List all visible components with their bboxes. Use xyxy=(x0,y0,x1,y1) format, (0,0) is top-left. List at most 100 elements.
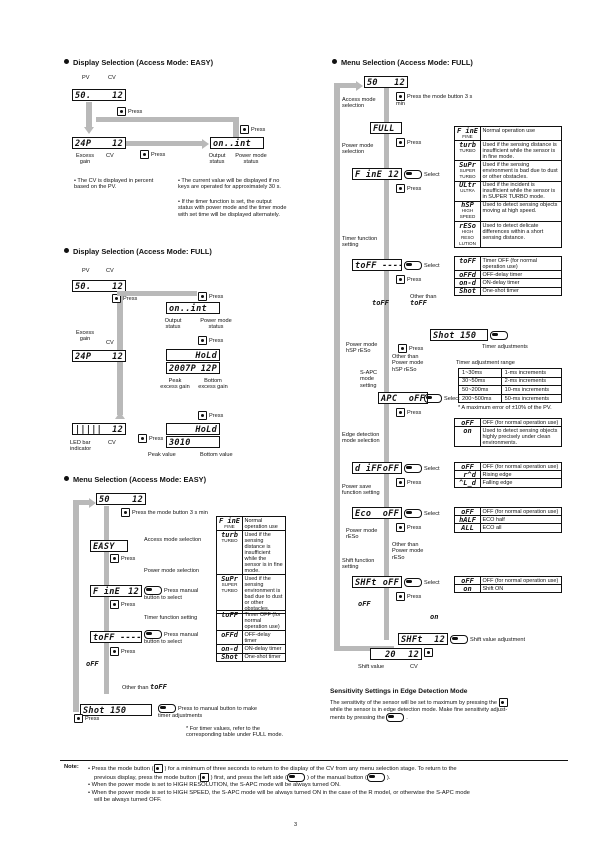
lcd-bar: |||||12 xyxy=(72,423,126,435)
manual-button-icon xyxy=(286,773,305,783)
section-title-display-easy: Display Selection (Access Mode: EASY) xyxy=(64,58,213,67)
option-code: hSP xyxy=(461,201,474,210)
sens-title: Sensitivity Settings in Edge Detection M… xyxy=(330,688,468,695)
select-f2: Select xyxy=(404,261,440,270)
excess-gain-label: Excess gain xyxy=(75,330,95,343)
mode-button-icon xyxy=(110,554,119,563)
mode-button-icon xyxy=(110,647,119,656)
option-desc: Rising edge xyxy=(480,470,562,480)
power-mode-hsp-label: Power mode hSP rESo xyxy=(346,342,378,355)
mode-button-icon xyxy=(396,138,405,147)
bottom-value-label: Bottom value xyxy=(200,452,233,458)
peak-value-label: Peak value xyxy=(148,452,176,458)
mode-button-icon xyxy=(198,411,207,420)
manual-button-icon-wrap xyxy=(490,331,510,340)
mode-button-icon xyxy=(140,150,149,159)
option-code: ^L_d xyxy=(459,478,476,487)
lcd-toff-dash: toFF ---- xyxy=(90,631,142,643)
option-code: _r^d xyxy=(459,470,476,479)
manual-button-icon xyxy=(404,509,422,518)
arrow-shaft xyxy=(126,141,204,146)
option-name: TURBO xyxy=(459,147,476,153)
shift-fn-label: Shift function setting xyxy=(342,558,375,571)
cv-label: CV xyxy=(108,75,116,81)
press-easy-1: Press xyxy=(110,554,135,563)
option-name: ULTRA xyxy=(460,188,475,194)
excess-gain-label: Excess gain xyxy=(75,153,95,166)
option-code: oFF xyxy=(461,576,474,585)
press-manual-timer: Press manual button to select xyxy=(144,630,199,645)
range-note: * A maximum error of ±10% of the PV. xyxy=(458,405,552,411)
range-cell: 1~30ms xyxy=(458,368,502,378)
select-f3: Select xyxy=(424,394,460,403)
sens-line-2: while the sensor is in edge detection mo… xyxy=(330,707,508,713)
option-code: toFF xyxy=(459,256,476,265)
range-cell: 50~200ms xyxy=(458,385,502,395)
press-f1: Press xyxy=(396,138,421,147)
press-manual-adj: Press to manual button to make timer adj… xyxy=(158,704,257,719)
press-f4: Press xyxy=(398,344,423,353)
arrow-right-icon xyxy=(356,81,363,91)
range-cell: 200~500ms xyxy=(458,393,502,404)
press-full-3: Press xyxy=(198,336,223,345)
option-code: oFFd xyxy=(221,630,238,639)
flow-bar xyxy=(384,88,389,640)
arrow-shaft xyxy=(86,102,92,128)
manual-button-icon xyxy=(404,261,422,270)
range-cell: 2-ms increments xyxy=(500,376,563,387)
return-bar xyxy=(73,500,79,712)
cv-note: • The CV is displayed in percent based o… xyxy=(74,178,154,191)
power-mode-reso-label: Power mode rESo xyxy=(346,528,378,541)
option-desc: OFF (for normal operation use) xyxy=(480,575,562,586)
press-full-1: Press xyxy=(112,294,137,303)
shift-adj: Shift value adjustment xyxy=(450,635,525,644)
press-easy-2: Press xyxy=(110,600,135,609)
mode-button-icon xyxy=(396,184,405,193)
option-desc: ECO all xyxy=(480,523,562,533)
timer-range-title: Timer adjustment range xyxy=(456,360,515,366)
return-bar xyxy=(334,83,340,651)
note-line-1: • Press the mode button () for a minimum… xyxy=(88,764,568,773)
press-manual-select: Press manual button to select xyxy=(144,586,199,601)
press-full-2: Press xyxy=(198,292,223,301)
range-cell: 1-ms increments xyxy=(500,368,563,378)
lcd-toff-full: toFF ---- xyxy=(352,259,402,271)
toff-label: toFF xyxy=(372,299,389,307)
sens-body: The sensitivity of the sensor will be se… xyxy=(330,698,566,723)
return-bar-top xyxy=(334,83,358,88)
mode-button-icon xyxy=(121,508,130,517)
lcd-output-status: on..int xyxy=(210,137,264,149)
sapc-label: S-APC mode setting xyxy=(360,370,378,389)
current-note: • The current value will be displayed if… xyxy=(178,178,281,191)
press-mode-3: Press xyxy=(240,125,265,134)
arrow-shaft xyxy=(117,291,197,296)
option-code: Shot xyxy=(221,653,238,662)
option-row: _r^d Rising edge xyxy=(454,470,562,480)
manual-button-icon xyxy=(144,630,162,639)
note-line-5: will be always turned OFF. xyxy=(94,796,162,803)
option-name: SUPER TURBO xyxy=(221,581,238,593)
